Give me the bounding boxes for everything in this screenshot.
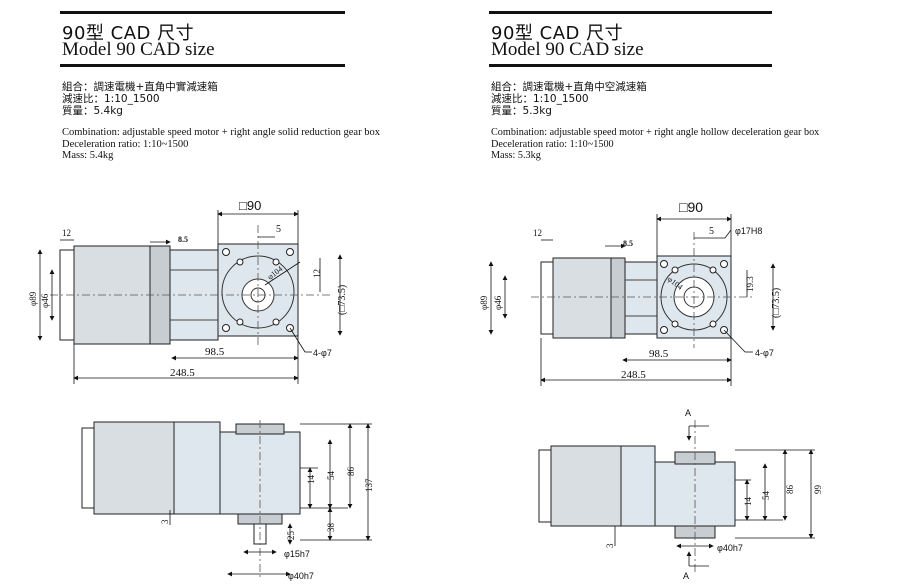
top-rule [60, 11, 345, 14]
dim-54: 54 [326, 471, 336, 481]
spec-cn: 組合：調速電機+直角中空減速箱 減速比：1:10_1500 質量：5.3kg [491, 81, 647, 117]
left-panel: 90型 CAD 尺寸 Model 90 CAD size 組合：調速電機+直角中… [28, 11, 380, 581]
dim-12: 12 [62, 228, 71, 238]
dim-73-5: (□73.5) [337, 285, 348, 315]
section-a-top: A [685, 408, 691, 418]
dim-phi40: φ40h7 [717, 543, 743, 553]
dim-square: □90 [679, 199, 703, 215]
dim-8-5: 8.5 [178, 235, 188, 244]
dim-12b: 12 [312, 269, 322, 278]
title-cn: 90型 CAD 尺寸 [491, 23, 624, 44]
spec-ratio-en: Deceleration ratio: 1:10~1500 [62, 138, 189, 150]
dim-phi46: φ46 [40, 293, 50, 308]
section-a-bottom: A [683, 571, 689, 581]
dim-14: 14 [743, 497, 753, 507]
dim-3: 3 [160, 519, 170, 524]
dim-86: 86 [785, 485, 795, 495]
spec-en: Combination: adjustable speed motor + ri… [62, 127, 380, 162]
side-view [81, 420, 301, 580]
dim-54: 54 [761, 491, 771, 501]
spec-mass-cn: 質量：5.4kg [62, 105, 123, 117]
dim-137: 137 [364, 478, 374, 492]
right-drawing: □90 12 8.5 5 φ17H8 φ89 φ46 φ104 19.3 (□7… [479, 199, 823, 581]
dim-25: 25 [286, 531, 296, 541]
spec-ratio-cn: 減速比：1:10_1500 [62, 93, 160, 105]
spec-combination-en: Combination: adjustable speed motor + ri… [62, 127, 380, 138]
top-rule [489, 11, 772, 14]
title-en: Model 90 CAD size [491, 39, 644, 60]
dim-phi89: φ89 [479, 295, 489, 310]
dim-holes: 4-φ7 [755, 348, 774, 358]
dim-98-5: 98.5 [205, 346, 225, 358]
spec-cn: 組合：調速電機+直角中實減速箱 減速比：1:10_1500 質量：5.4kg [62, 81, 218, 117]
dim-8-5: 8.5 [623, 239, 633, 248]
title-cn: 90型 CAD 尺寸 [62, 23, 195, 44]
spec-ratio-en: Deceleration ratio: 1:10~1500 [491, 138, 614, 150]
right-panel: 90型 CAD 尺寸 Model 90 CAD size 組合：調速電機+直角中… [455, 0, 910, 586]
spec-en: Combination: adjustable speed motor + ri… [491, 127, 819, 162]
bottom-rule [489, 64, 772, 67]
dim-248-5: 248.5 [621, 369, 646, 381]
spec-combination-en: Combination: adjustable speed motor + ri… [491, 127, 820, 138]
dim-phi17: φ17H8 [735, 226, 762, 236]
dim-holes: 4-φ7 [313, 348, 332, 358]
dim-98-5: 98.5 [649, 348, 669, 360]
spec-mass-en: Mass: 5.3kg [491, 150, 541, 161]
dim-phi89: φ89 [28, 291, 38, 306]
dim-73-5: (□73.5) [771, 288, 782, 318]
spec-mass-cn: 質量：5.3kg [491, 105, 552, 117]
left-drawing: □90 12 8.5 5 φ89 φ46 φ104 12 (□73.5) 98.… [28, 198, 374, 581]
dim-3: 3 [605, 543, 615, 548]
dim-14: 14 [306, 475, 316, 485]
spec-mass-en: Mass: 5.4kg [62, 150, 114, 161]
dim-19-3: 19.3 [745, 276, 755, 292]
spec-ratio-cn: 減速比：1:10_1500 [491, 93, 589, 105]
dim-phi46: φ46 [493, 295, 503, 310]
dim-5: 5 [709, 226, 714, 237]
spec-combination-cn: 組合：調速電機+直角中空減速箱 [491, 81, 647, 93]
dim-248-5: 248.5 [170, 367, 195, 379]
dim-38: 38 [326, 523, 336, 533]
dim-12: 12 [533, 228, 542, 238]
side-view [538, 420, 736, 572]
dim-86: 86 [346, 467, 356, 477]
dim-phi15: φ15h7 [284, 549, 310, 559]
dim-5: 5 [276, 224, 281, 235]
dim-square: □90 [239, 198, 261, 213]
title-en: Model 90 CAD size [62, 39, 215, 60]
motor-body [540, 257, 658, 339]
spec-combination-cn: 組合：調速電機+直角中實減速箱 [62, 81, 218, 93]
dim-phi40: φ40h7 [288, 571, 314, 581]
dim-99: 99 [813, 485, 823, 495]
bottom-rule [60, 64, 345, 67]
